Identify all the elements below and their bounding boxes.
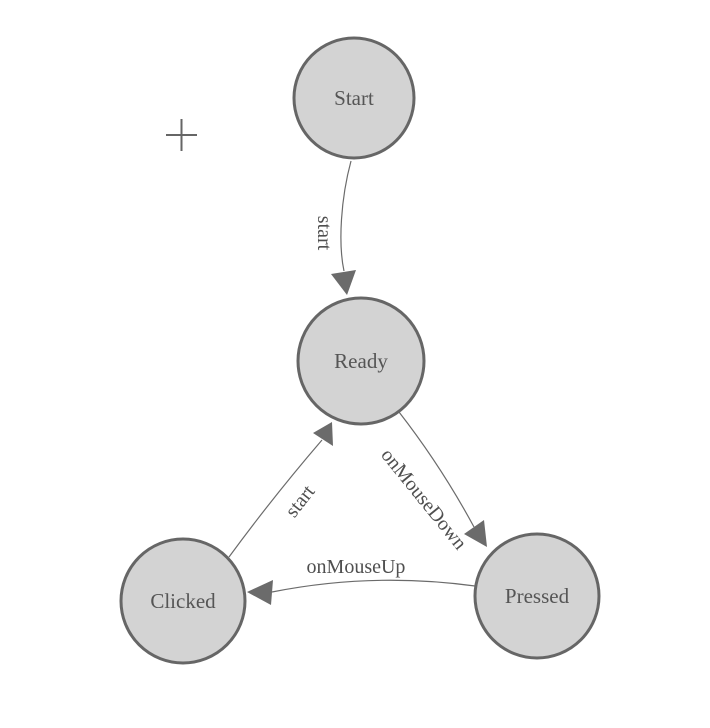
state-node-clicked[interactable]: Clicked [119, 537, 247, 665]
arrowhead-icon [464, 520, 487, 547]
transition-edge-start-to-ready[interactable]: start [313, 160, 356, 295]
state-node-ready[interactable]: Ready [296, 296, 426, 426]
edge-line[interactable] [398, 411, 475, 528]
state-circle[interactable] [473, 532, 601, 660]
state-label: Pressed [505, 584, 570, 608]
edge-label-onmousedown: onMouseDown [376, 444, 471, 554]
edge-label-onmouseup: onMouseUp [307, 556, 406, 578]
arrowhead-icon [247, 580, 273, 605]
state-node-pressed[interactable]: Pressed [473, 532, 601, 660]
state-label: Start [334, 86, 374, 110]
edge-label-start: start [313, 216, 335, 251]
transition-edge-clicked-to-ready[interactable]: start [228, 422, 333, 558]
state-circle[interactable] [119, 537, 247, 665]
edge-line[interactable] [340, 160, 352, 272]
state-node-start[interactable]: Start [292, 36, 416, 160]
arrowhead-icon [331, 270, 356, 295]
crosshair-cursor-icon [166, 119, 197, 151]
state-circle[interactable] [296, 296, 426, 426]
state-label: Clicked [150, 589, 216, 613]
transition-edge-pressed-to-clicked[interactable]: onMouseUp [247, 556, 476, 605]
state-circle[interactable] [292, 36, 416, 160]
state-label: Ready [334, 349, 388, 373]
edge-label-start: start [281, 481, 320, 522]
transition-edge-ready-to-pressed[interactable]: onMouseDown [376, 411, 487, 554]
edge-line[interactable] [228, 439, 323, 558]
arrowhead-icon [313, 422, 333, 446]
edge-line[interactable] [271, 579, 476, 593]
